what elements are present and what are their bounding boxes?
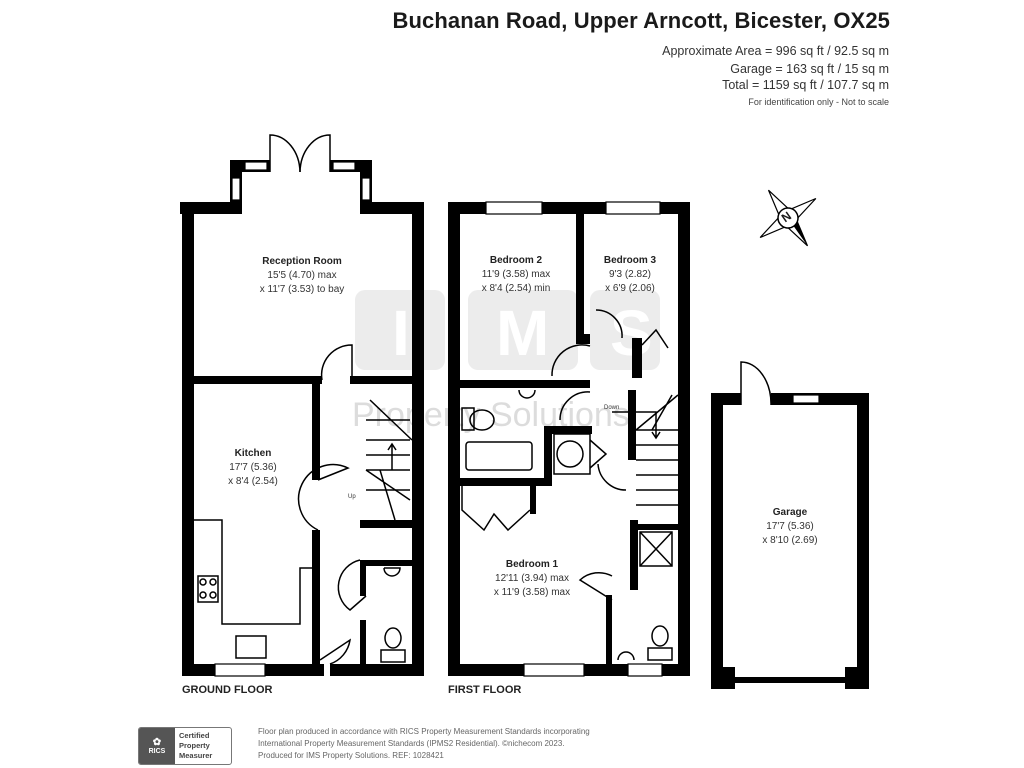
watermark-letter-i: I — [392, 297, 410, 369]
disclaimer-note: For identification only - Not to scale — [748, 97, 889, 107]
room-dimension: 17'7 (5.36) — [766, 521, 814, 532]
first-floor-label: FIRST FLOOR — [448, 684, 522, 696]
footer-line: Produced for IMS Property Solutions. REF… — [258, 751, 444, 760]
footer-line: International Property Measurement Stand… — [258, 739, 565, 748]
room-dimension: 15'5 (4.70) max — [267, 270, 337, 281]
room-dimension: 11'9 (3.58) max — [481, 269, 551, 280]
window — [792, 394, 820, 404]
rics-org-label: RICS — [148, 748, 166, 755]
rics-logo: ✿ RICS — [139, 728, 175, 764]
watermark-box-2 — [468, 290, 578, 370]
window — [361, 177, 371, 201]
room-label-reception: Reception Room 15'5 (4.70) max x 11'7 (3… — [260, 255, 345, 297]
room-name: Bedroom 2 — [489, 255, 543, 266]
ground-floor-walls — [180, 160, 424, 676]
approximate-area: Approximate Area = 996 sq ft / 92.5 sq m — [662, 44, 889, 58]
window — [523, 663, 585, 677]
rics-certified-badge: ✿ RICS Certified Property Measurer — [138, 727, 232, 765]
ground-floor-label: GROUND FLOOR — [182, 684, 273, 696]
room-dimension: x 8'10 (2.69) — [762, 535, 818, 546]
footer-notice: Floor plan produced in accordance with R… — [258, 726, 590, 762]
window — [214, 663, 266, 677]
garage-walls — [711, 393, 869, 689]
window — [244, 161, 268, 171]
window — [231, 177, 241, 201]
footer-line: Floor plan produced in accordance with R… — [258, 727, 590, 736]
watermark-letter-m: M — [496, 297, 550, 369]
window — [605, 201, 661, 215]
room-dimension: 17'7 (5.36) — [229, 462, 277, 473]
stairs-up-label: Up — [348, 494, 356, 500]
room-name: Garage — [772, 507, 808, 518]
watermark-box-1 — [355, 290, 445, 370]
room-label-bedroom-2: Bedroom 2 11'9 (3.58) max x 8'4 (2.54) m… — [482, 254, 551, 296]
room-dimension: x 11'7 (3.53) to bay — [259, 284, 345, 295]
total-area: Total = 1159 sq ft / 107.7 sq m — [722, 78, 889, 92]
room-label-kitchen: Kitchen 17'7 (5.36) x 8'4 (2.54) — [228, 447, 278, 489]
window — [332, 161, 356, 171]
watermark-letter-s: S — [610, 297, 653, 369]
badge-line: Certified — [179, 731, 210, 740]
room-dimension: x 8'4 (2.54) — [228, 476, 278, 487]
badge-line: Property — [179, 741, 210, 750]
window — [627, 663, 663, 677]
room-dimension: x 6'9 (2.06) — [605, 283, 655, 294]
property-address-title: Buchanan Road, Upper Arncott, Bicester, … — [392, 8, 890, 33]
garage-area: Garage = 163 sq ft / 15 sq m — [730, 62, 889, 76]
badge-line: Measurer — [179, 751, 213, 760]
room-label-bedroom-3: Bedroom 3 9'3 (2.82) x 6'9 (2.06) — [604, 254, 656, 296]
stairs-down-label: Down — [604, 405, 620, 411]
rics-emblem-icon: ✿ — [152, 737, 162, 748]
room-dimension: 9'3 (2.82) — [609, 269, 651, 280]
room-dimension: x 11'9 (3.58) max — [493, 587, 571, 598]
room-name: Kitchen — [234, 448, 272, 459]
north-compass-icon — [759, 189, 817, 247]
window — [485, 201, 543, 215]
room-name: Bedroom 1 — [505, 559, 559, 570]
room-label-garage: Garage 17'7 (5.36) x 8'10 (2.69) — [762, 506, 817, 548]
room-dimension: x 8'4 (2.54) min — [481, 283, 551, 294]
badge-text: Certified Property Measurer — [175, 728, 231, 764]
room-name: Reception Room — [262, 256, 342, 267]
watermark-box-3 — [590, 290, 660, 370]
room-name: Bedroom 3 — [603, 255, 657, 266]
room-dimension: 12'11 (3.94) max — [495, 573, 569, 584]
room-label-bedroom-1: Bedroom 1 12'11 (3.94) max x 11'9 (3.58)… — [494, 558, 570, 600]
